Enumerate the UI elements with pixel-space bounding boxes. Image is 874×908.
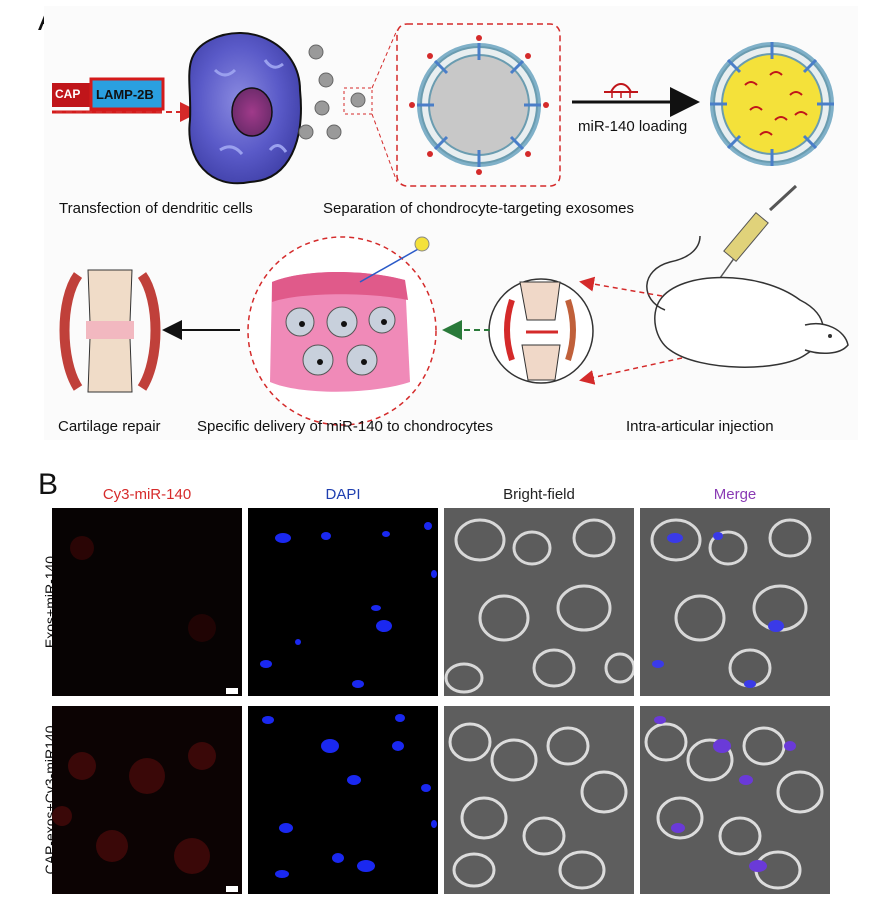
image-exos-dapi (248, 508, 438, 696)
construct-lamp-label: LAMP-2B (96, 87, 154, 102)
image-cap-exos-dapi (248, 706, 438, 894)
image-exos-merge (640, 508, 830, 696)
step-repair-label: Cartilage repair (58, 418, 161, 435)
cartilage-tissue (247, 236, 437, 426)
targeted-exosome (409, 35, 549, 175)
column-header-cy3: Cy3-miR-140 (102, 486, 192, 503)
knee-joint-inset (488, 278, 594, 384)
column-header-dapi: DAPI (325, 486, 361, 503)
step-injection-label: Intra-articular injection (626, 418, 774, 435)
mouse (646, 235, 849, 368)
repaired-joint (59, 269, 161, 393)
image-cap-exos-cy3 (52, 706, 242, 894)
syringe (719, 184, 798, 279)
image-exos-cy3 (52, 508, 242, 696)
schematic-drawing (44, 6, 858, 440)
zoom-box-small (343, 87, 373, 115)
step-transfection-label: Transfection of dendritic cells (59, 200, 253, 217)
panel-a-schematic: Transfection of dendritic cells Separati… (0, 0, 874, 445)
image-cap-exos-brightfield (444, 706, 634, 894)
column-header-merge: Merge (713, 486, 757, 503)
construct-cap-label: CAP (55, 87, 81, 101)
scale-bar (226, 688, 238, 694)
zoom-box-large (396, 23, 561, 187)
released-exosomes (298, 44, 366, 140)
step-separation-label: Separation of chondrocyte-targeting exos… (323, 200, 635, 217)
image-exos-brightfield (444, 508, 634, 696)
image-cap-exos-merge (640, 706, 830, 894)
scale-bar (226, 886, 238, 892)
step-delivery-label: Specific delivery of miR-140 to chondroc… (197, 418, 493, 435)
panel-b-label: B (38, 468, 59, 501)
step-loading-label: miR-140 loading (578, 118, 688, 135)
dendritic-cell (188, 32, 302, 185)
mirna-icon (604, 82, 638, 98)
column-header-brightfield: Bright-field (503, 486, 575, 503)
loaded-exosome (710, 42, 834, 166)
